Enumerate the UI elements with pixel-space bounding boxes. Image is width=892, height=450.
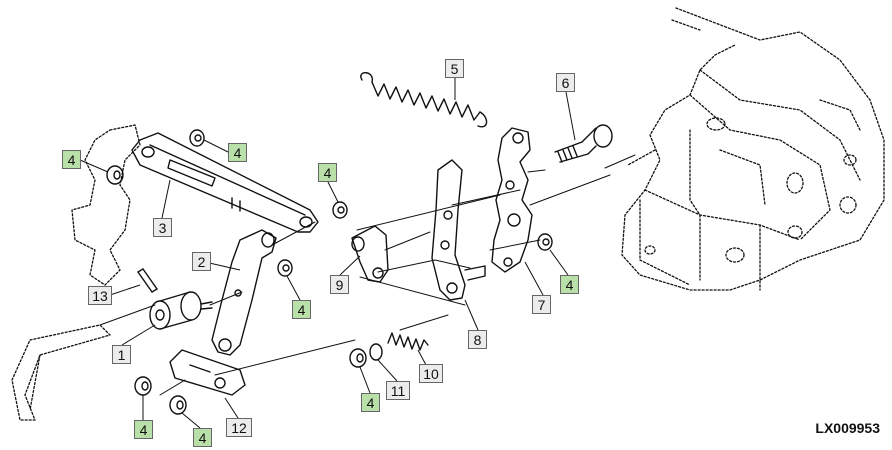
part-6-bolt-drawing [554,124,613,163]
callout-part-3: 3 [153,218,172,237]
part-9-small-lever-drawing [351,225,389,283]
callout-part-12: 12 [226,418,252,437]
callout-part-9: 9 [330,275,349,294]
callout-washer-4-f: 4 [134,420,153,439]
callout-part-1: 1 [112,345,131,364]
part-1-cylinder-drawing [149,291,213,330]
part-8-lever-plate-drawing [431,159,486,301]
callout-part-2: 2 [192,252,211,271]
part-13-pin-drawing [137,268,158,293]
callout-part-7: 7 [532,295,551,314]
transmission-housing-outline [621,7,885,291]
part-2-lever-drawing [211,229,277,356]
assembly-lines [99,154,636,396]
callout-washer-4-g: 4 [193,428,212,447]
callout-part-11: 11 [386,381,410,400]
leader-lines [79,78,576,429]
callout-washer-4-b: 4 [228,143,247,162]
callout-washer-4-h: 4 [361,393,380,412]
callout-part-13: 13 [88,286,112,305]
callout-part-6: 6 [556,73,575,92]
callout-washer-4-d: 4 [292,300,311,319]
part-12-flat-link-drawing [169,349,246,396]
callout-washer-4-e: 4 [560,275,579,294]
callout-part-5: 5 [445,59,464,78]
part-7-cam-plate-drawing [491,127,533,273]
callout-washer-4-a: 4 [62,150,81,169]
callout-part-8: 8 [468,330,487,349]
callout-washer-4-c: 4 [318,163,337,182]
callout-part-10: 10 [419,364,443,383]
left-bracket-outline [11,124,141,421]
figure-reference-code: LX009953 [815,420,880,436]
part-3-link-bar-drawing [131,132,319,233]
part-5-spring-drawing [360,72,488,128]
part-10-small-spring-drawing [387,332,429,351]
